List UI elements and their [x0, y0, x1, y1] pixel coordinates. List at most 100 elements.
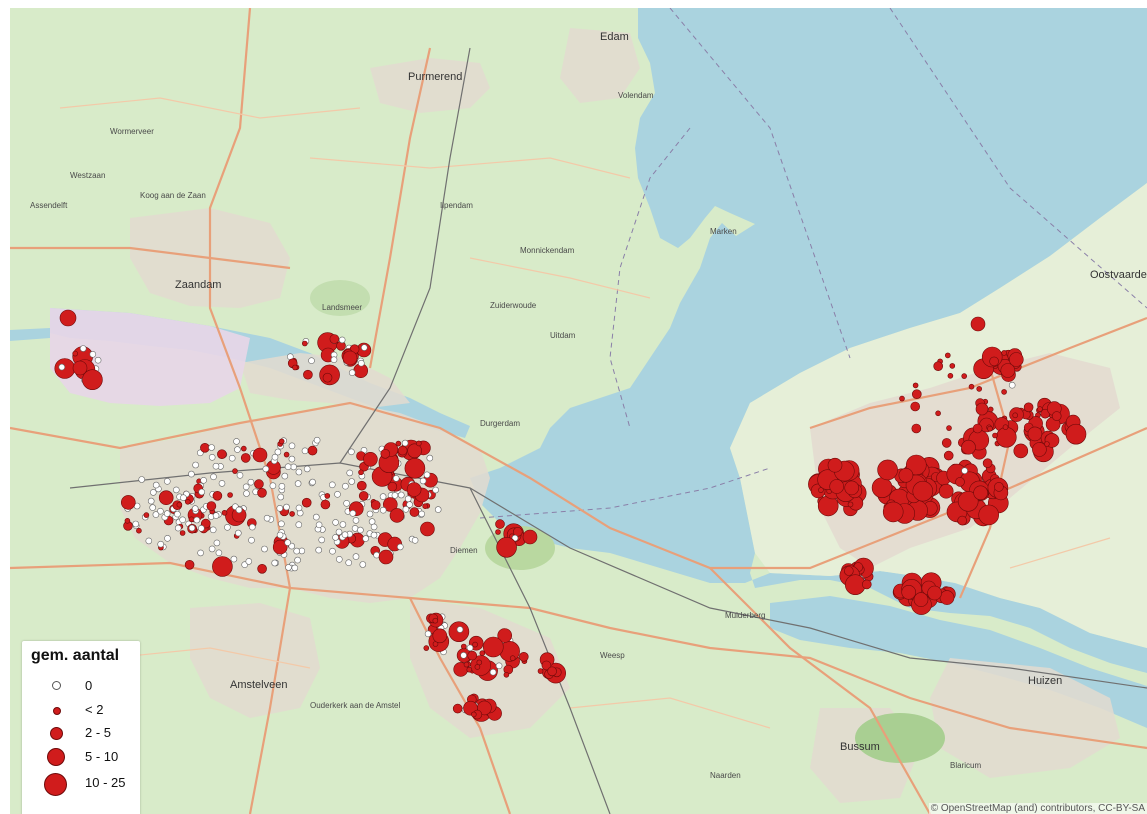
- map-attribution[interactable]: © OpenStreetMap (and) contributors, CC-B…: [928, 803, 1147, 814]
- red-dot-icon: [949, 363, 956, 369]
- white-dot-icon: [370, 531, 378, 539]
- red-dot-icon: [1001, 389, 1007, 395]
- white-dot-icon: [233, 438, 240, 445]
- red-dot-icon: [184, 559, 195, 570]
- white-dot-icon: [295, 468, 303, 476]
- white-dot-icon: [418, 510, 426, 518]
- label-koog: Koog aan de Zaan: [140, 191, 206, 200]
- legend-label: 5 - 10: [85, 749, 119, 764]
- white-dot-icon: [208, 444, 215, 451]
- white-dot-icon: [348, 369, 356, 377]
- red-dot-icon: [522, 529, 538, 545]
- red-dot-icon: [946, 425, 952, 431]
- red-dot-icon: [72, 360, 88, 376]
- white-dot-icon: [402, 505, 410, 513]
- red-dot-icon: [827, 457, 843, 473]
- red-dot-icon: [1051, 411, 1062, 421]
- white-dot-icon: [352, 553, 360, 560]
- white-dot-icon: [460, 651, 467, 659]
- map-view[interactable]: Edam Purmerend Volendam Zaandam Monnicke…: [10, 8, 1147, 814]
- label-purmerend: Purmerend: [408, 71, 462, 83]
- markermeer-water: [470, 8, 1147, 814]
- forest-area: [485, 526, 555, 570]
- red-dot-icon: [497, 628, 513, 643]
- white-dot-icon: [150, 489, 157, 496]
- red-dot-icon: [283, 451, 290, 458]
- red-dot-icon: [518, 651, 529, 662]
- white-dot-icon: [352, 517, 360, 524]
- red-dot-icon: [1001, 350, 1007, 356]
- legend-label: < 2: [85, 702, 104, 717]
- red-dot-icon: [509, 655, 516, 662]
- white-dot-icon: [164, 534, 171, 542]
- white-dot-icon: [173, 486, 180, 494]
- white-dot-icon: [180, 494, 187, 502]
- red-dot-icon: [227, 492, 233, 498]
- red-dot-icon: [972, 423, 983, 434]
- white-dot-icon: [401, 439, 409, 447]
- red-dot-icon: [370, 500, 381, 510]
- red-dot-icon: [136, 527, 142, 534]
- white-dot-icon: [277, 493, 285, 501]
- white-dot-icon: [335, 555, 343, 563]
- red-dot-icon: [861, 579, 872, 590]
- medium-red-dot-icon: [47, 748, 65, 766]
- red-dot-icon: [995, 426, 1017, 448]
- white-dot-icon: [212, 512, 220, 519]
- red-dot-icon: [547, 666, 557, 677]
- red-dot-icon: [358, 491, 369, 501]
- red-dot-icon: [232, 468, 238, 474]
- red-dot-icon: [423, 645, 430, 651]
- white-dot-icon: [961, 467, 968, 475]
- red-dot-icon: [472, 641, 478, 648]
- white-dot-icon: [188, 524, 196, 532]
- red-dot-icon: [463, 661, 470, 668]
- white-dot-icon: [357, 526, 364, 534]
- label-ouderkerk: Ouderkerk aan de Amstel: [310, 701, 400, 710]
- red-dot-icon: [975, 402, 989, 416]
- white-dot-icon: [294, 480, 302, 487]
- red-dot-icon: [387, 481, 398, 492]
- white-dot-icon: [94, 356, 102, 364]
- large-red-dot-icon: [44, 773, 67, 796]
- white-dot-icon: [200, 476, 207, 484]
- white-dot-icon: [362, 535, 370, 542]
- red-dot-icon: [307, 445, 318, 456]
- white-dot-icon: [339, 521, 347, 528]
- white-dot-icon: [426, 454, 434, 462]
- red-dot-icon: [847, 501, 854, 508]
- label-naarden: Naarden: [710, 771, 741, 780]
- legend-label: 2 - 5: [85, 725, 112, 740]
- red-dot-icon: [54, 358, 76, 379]
- red-dot-icon: [495, 529, 501, 535]
- legend-row-1: < 2: [22, 699, 140, 723]
- white-dot-icon: [284, 539, 292, 546]
- white-dot-icon: [52, 681, 61, 690]
- white-dot-icon: [262, 465, 270, 473]
- red-dot-icon: [503, 671, 510, 678]
- red-dot-icon: [406, 482, 422, 497]
- red-dot-icon: [992, 432, 998, 439]
- red-dot-icon: [1000, 363, 1016, 378]
- white-dot-icon: [342, 482, 349, 490]
- red-dot-icon: [912, 480, 934, 502]
- white-dot-icon: [343, 499, 350, 507]
- white-dot-icon: [335, 528, 343, 536]
- white-dot-icon: [271, 559, 279, 567]
- red-dot-icon: [994, 482, 1004, 492]
- red-dot-icon: [939, 590, 955, 605]
- white-dot-icon: [359, 561, 367, 568]
- red-dot-icon: [973, 485, 988, 501]
- white-dot-icon: [79, 345, 87, 352]
- red-dot-icon: [82, 369, 103, 391]
- legend-row-4: 10 - 25: [22, 772, 140, 796]
- red-dot-icon: [1065, 423, 1087, 445]
- red-dot-icon: [272, 539, 288, 555]
- white-dot-icon: [179, 516, 186, 524]
- red-dot-icon: [422, 503, 429, 510]
- count-dots-layer: [54, 309, 1087, 722]
- red-dot-icon: [935, 410, 941, 417]
- white-dot-icon: [230, 555, 238, 563]
- label-diemen: Diemen: [450, 546, 478, 555]
- white-dot-icon: [357, 359, 365, 367]
